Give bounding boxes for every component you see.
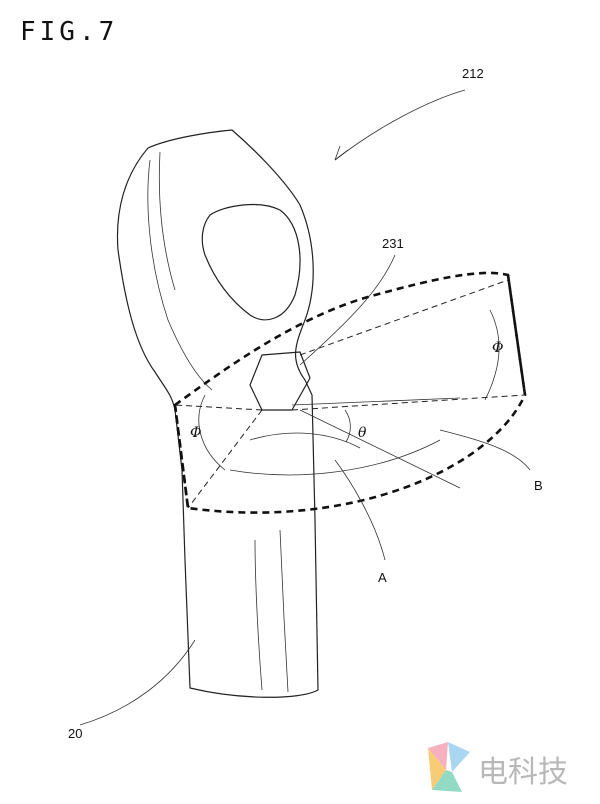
phi-left-symbol: Φ: [190, 425, 201, 441]
watermark: 电科技: [428, 742, 568, 792]
watermark-logo-icon: [428, 742, 470, 792]
label-a: A: [378, 570, 387, 585]
label-b: B: [534, 478, 543, 493]
ref-231-label: 231: [382, 236, 404, 251]
theta-symbol: θ: [358, 425, 367, 441]
phi-right-symbol: Φ: [492, 340, 503, 356]
angle-arcs: [198, 309, 500, 476]
figure-label: FIG.7: [20, 17, 118, 47]
ref-212-label: 212: [462, 66, 484, 81]
ref-20-label: 20: [68, 726, 82, 741]
leader-lines: [79, 89, 531, 726]
device-body: [116, 129, 319, 698]
detection-volume: [173, 271, 527, 514]
sensor-window: [201, 204, 301, 321]
watermark-text: 电科技: [478, 755, 568, 790]
sensor-element: [249, 351, 311, 411]
